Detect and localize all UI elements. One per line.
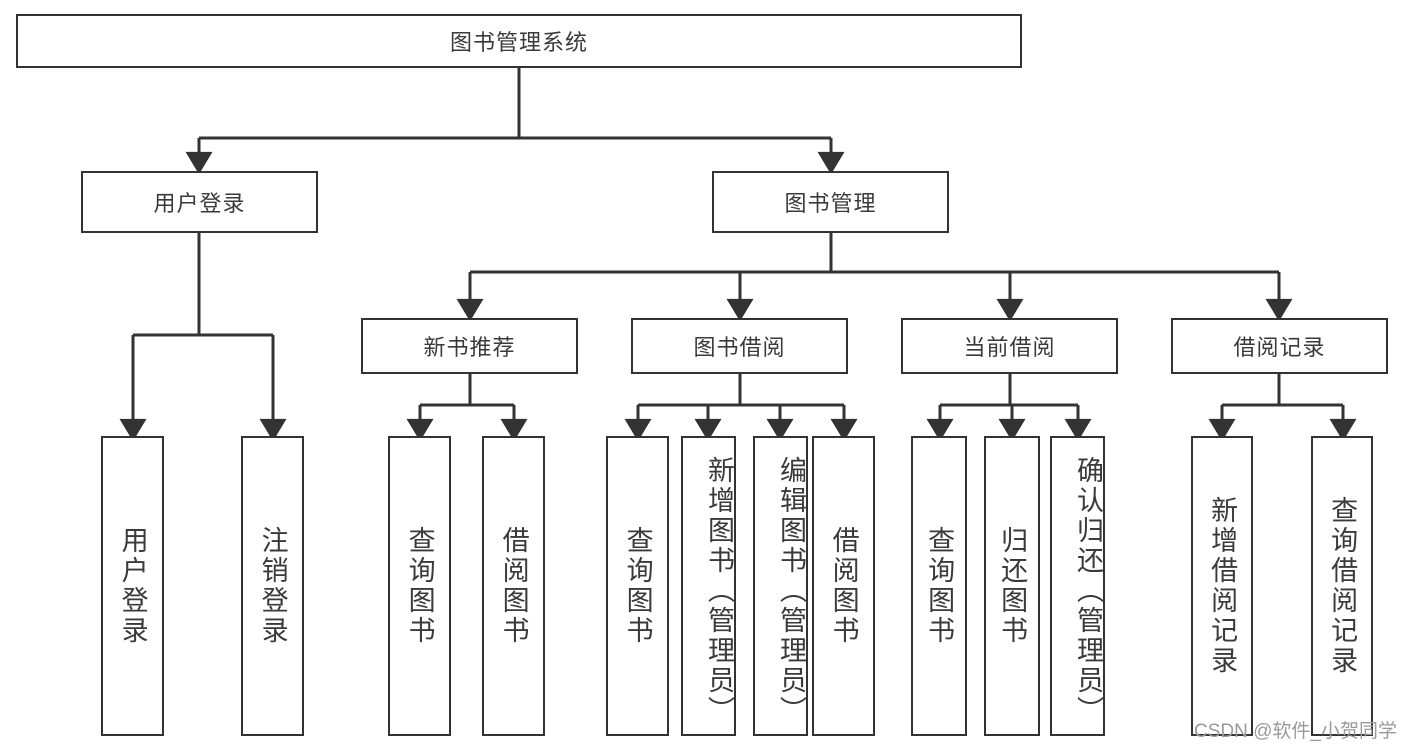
leaf-add-borrow-record[interactable]: 新增借阅记录	[1191, 436, 1253, 736]
node-user-login[interactable]: 用户登录	[81, 171, 318, 233]
leaf-query-book-current[interactable]: 查询图书	[911, 436, 967, 736]
node-label: 用户登录	[153, 191, 246, 216]
node-current-borrow[interactable]: 当前借阅	[901, 318, 1118, 374]
leaf-query-book-recommend[interactable]: 查询图书	[388, 436, 451, 736]
leaf-add-book-admin[interactable]: 新增图书（管理员）	[681, 436, 736, 736]
node-borrow-record[interactable]: 借阅记录	[1171, 318, 1388, 374]
node-label: 查询图书	[404, 526, 435, 646]
leaf-borrow-book[interactable]: 借阅图书	[812, 436, 875, 736]
node-label: 新增借阅记录	[1207, 496, 1238, 676]
leaf-borrow-book-recommend[interactable]: 借阅图书	[482, 436, 545, 736]
node-label: 借阅记录	[1233, 335, 1326, 360]
node-label: 当前借阅	[963, 335, 1056, 360]
node-book-borrow[interactable]: 图书借阅	[631, 318, 848, 374]
leaf-user-logout[interactable]: 注销登录	[241, 436, 304, 736]
node-label: 图书管理	[784, 191, 877, 216]
node-label: 归还图书	[997, 526, 1028, 646]
node-label: 借阅图书	[828, 526, 859, 646]
node-label: 查询图书	[622, 526, 653, 646]
node-label: 用户登录	[117, 526, 148, 646]
node-label: 查询图书	[924, 526, 955, 646]
node-label: 借阅图书	[498, 526, 529, 646]
node-label: 查询借阅记录	[1327, 496, 1358, 676]
leaf-return-book[interactable]: 归还图书	[984, 436, 1040, 736]
node-label: 注销登录	[257, 526, 288, 646]
leaf-query-book-borrow[interactable]: 查询图书	[606, 436, 669, 736]
node-root-book-management-system[interactable]: 图书管理系统	[16, 14, 1022, 68]
node-label: 新增图书（管理员）	[704, 456, 734, 726]
leaf-user-login[interactable]: 用户登录	[101, 436, 164, 736]
node-label: 图书借阅	[693, 335, 786, 360]
leaf-edit-book-admin[interactable]: 编辑图书（管理员）	[753, 436, 808, 736]
watermark: CSDN @软件_小贺同学	[1194, 721, 1397, 742]
node-label: 新书推荐	[423, 335, 516, 360]
leaf-query-borrow-record[interactable]: 查询借阅记录	[1311, 436, 1373, 736]
leaf-confirm-return-admin[interactable]: 确认归还（管理员）	[1050, 436, 1105, 736]
node-label: 图书管理系统	[449, 30, 588, 55]
node-label: 确认归还（管理员）	[1073, 456, 1103, 726]
node-label: 编辑图书（管理员）	[776, 456, 806, 726]
node-new-book-recommend[interactable]: 新书推荐	[361, 318, 578, 374]
node-book-management[interactable]: 图书管理	[712, 171, 949, 233]
